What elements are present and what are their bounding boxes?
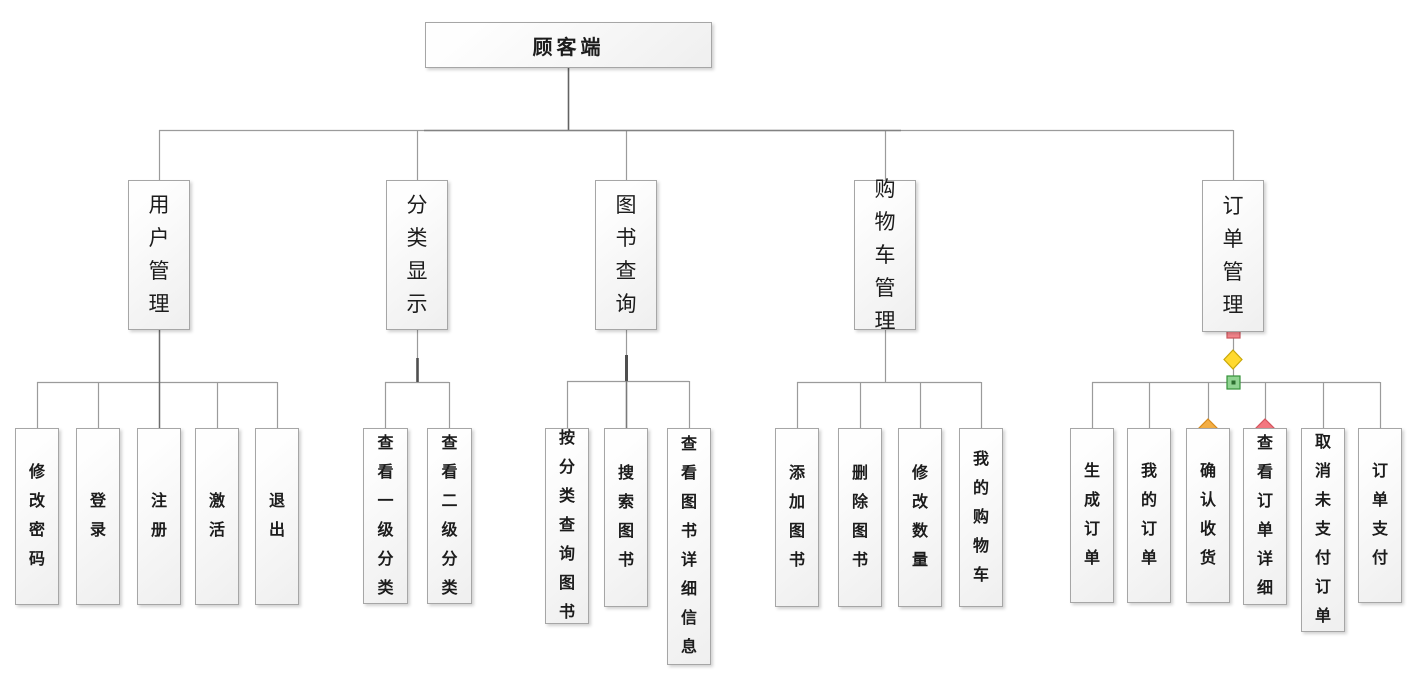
node-search-books[interactable]: 搜索图书 [604,428,648,607]
node-login[interactable]: 登录 [76,428,120,605]
node-create-order[interactable]: 生成订单 [1070,428,1114,603]
node-activate[interactable]: 激活 [195,428,239,605]
node-view-book-details[interactable]: 查看图书详细信息 [667,428,711,665]
node-my-orders[interactable]: 我的订单 [1127,428,1171,603]
cart-management-connectors [796,330,983,428]
category-display-connectors [384,330,451,428]
node-view-order-details[interactable]: 查看订单详细 [1243,428,1287,605]
midpoint-handle-yellow-diamond[interactable] [1223,349,1243,370]
trunk-connectors [158,129,1235,180]
node-query-books-by-category[interactable]: 按分类查询图书 [545,428,589,624]
node-confirm-receipt[interactable]: 确认收货 [1186,428,1230,603]
node-change-password[interactable]: 修改密码 [15,428,59,605]
node-my-cart[interactable]: 我的购物车 [959,428,1003,607]
node-view-level1-category[interactable]: 查看一级分类 [363,428,408,604]
node-customer-client[interactable]: 顾客端 [425,22,712,68]
user-management-connectors [36,381,279,428]
node-order-payment[interactable]: 订单支付 [1358,428,1402,603]
node-delete-book[interactable]: 删除图书 [838,428,882,607]
node-cart-management[interactable]: 购物车管理 [854,178,916,331]
book-query-connectors [566,330,691,428]
node-cancel-unpaid-order[interactable]: 取消未支付订单 [1301,428,1345,632]
node-logout[interactable]: 退出 [255,428,299,605]
node-user-management[interactable]: 用户管理 [128,180,190,330]
junction-handle-green-dot [1231,380,1236,385]
node-register[interactable]: 注册 [137,428,181,605]
node-category-display[interactable]: 分类显示 [386,180,448,330]
node-order-management[interactable]: 订单管理 [1202,180,1264,332]
node-add-book[interactable]: 添加图书 [775,428,819,607]
node-modify-quantity[interactable]: 修改数量 [898,428,942,607]
node-book-query[interactable]: 图书查询 [595,180,657,330]
node-view-level2-category[interactable]: 查看二级分类 [427,428,472,604]
